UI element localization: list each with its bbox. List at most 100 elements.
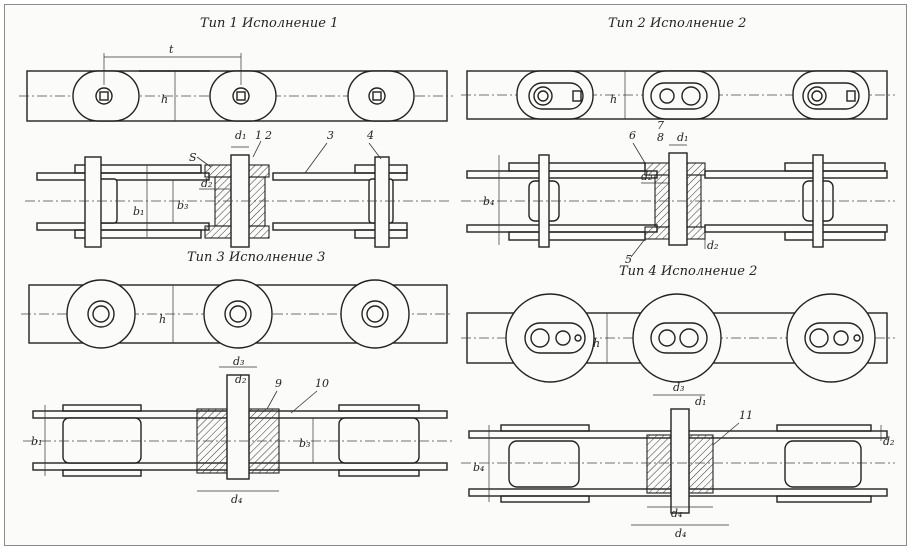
type4-slot [804,322,864,354]
type3-bushing [87,300,115,328]
type1-inner-plate [74,164,202,174]
type1-outer-plate [272,222,408,231]
type3-inner-plate [338,404,420,412]
type1-leader [252,140,262,158]
type3-pin [366,305,384,323]
type3-d4-label: d₄ [231,493,242,506]
type3-title: Тип 3 Исполнение 3 [187,250,325,265]
type2-height-label: h [610,93,617,106]
type4-pin [833,330,849,346]
type3-b1-label: b₁ [31,435,42,448]
type4-d1-label: d₁ [695,395,706,408]
type3-top-view: h [21,279,453,349]
type4-pin [555,330,571,346]
type1-callout-3: 3 [327,129,334,142]
type1-pitch-label: t [169,43,174,56]
type4-pin [809,328,829,348]
type2-d2b-label: d₂ [707,239,718,252]
type4-d2-label: d₂ [883,435,894,448]
type4-roller [784,440,862,488]
type3-roller-disc [66,279,136,349]
type4-top-view: h [461,293,895,383]
type1-outer-plate [272,172,408,181]
type2-leader [630,238,646,258]
type4-roller-disc [786,293,876,383]
type4-hatched-roller [646,434,672,494]
type1-pin [232,87,250,105]
type3-inner-plate [62,469,142,477]
type1-bushing [248,176,266,227]
type1-outer-plate [36,222,210,231]
type2-slot [528,82,584,110]
type2-section-view: b₄ d₁ 6 7 8 d₂ d₂ 5 [461,119,895,266]
type1-bushing [214,176,232,227]
type3-center-pin [226,374,250,480]
type1-leader [304,142,328,174]
type4-pin [658,329,676,347]
type2-key [846,90,856,102]
type1-pin-head [372,91,382,101]
type3-height-label: h [159,313,166,326]
type4-center-pin [670,408,690,514]
type3-bushing [361,300,389,328]
type1-b1-label: b₁ [133,205,144,218]
type1-outer-plate [36,172,210,181]
type2-pin-core [811,90,823,102]
type2-outer-plate [466,170,658,179]
chain-drawing: Тип 1 Исполнение 1 t h [19,16,895,540]
type3-callout-10: 10 [315,377,329,390]
type4-slot [650,322,708,354]
type2-slot [802,82,860,110]
type2-inner-plate [784,162,886,172]
type1-b3-label: b₃ [177,199,188,212]
type3-leader [266,390,278,410]
type2-d2-label: d₂ [641,170,652,183]
type1-leader [368,142,382,160]
type4-slot [524,322,586,354]
type3-pin [92,305,110,323]
type1-link-plate [72,70,140,122]
type4-view: Тип 4 Исполнение 2 h [461,264,895,540]
type4-roller [508,440,580,488]
type2-inner-plate [508,162,646,172]
type1-pin [368,87,386,105]
type4-section-view: b₄ d₃ d₁ d₂ d₄ d₄ 11 [461,381,895,540]
type3-pin [229,305,247,323]
type3-d3-label: d₃ [233,355,244,368]
type3-roller [62,417,142,464]
type4-inner-plate [776,424,872,432]
type4-callout-11: 11 [739,409,753,422]
type2-inner-plate [784,231,886,241]
type2-callout-8: 8 [657,131,664,144]
type2-slot [650,82,708,110]
type1-pin [95,87,113,105]
type4-d3-label: d₃ [673,381,684,394]
type2-view: Тип 2 Исполнение 2 h [461,16,895,266]
type1-height-label: h [161,93,168,106]
type3-b3-label: b₃ [299,437,310,450]
type4-height-label: h [593,337,600,350]
type2-pin [807,86,827,106]
type4-pin [574,334,582,342]
type4-roller-disc [632,293,722,383]
type4-leader [712,422,740,446]
type3-section-view: b₁ b₃ d₃ d₂ d₄ 9 10 [23,355,453,506]
type2-callout-5: 5 [625,253,632,266]
type1-link-plate [209,70,277,122]
type2-b4-label: b₄ [483,195,494,208]
type4-pin [679,328,699,348]
type1-d1-label: d₁ [235,129,246,142]
type4-pin [853,334,861,342]
type1-pin-left [84,156,102,248]
type2-d1-label: d₁ [677,131,688,144]
type1-callout-2: 2 [264,129,272,142]
type2-key [572,90,582,102]
type3-view: Тип 3 Исполнение 3 h [21,250,453,506]
type1-section-view: b₁ b₃ d₁ d₂ S 1 2 3 4 [25,129,451,248]
type4-d4-label: d₄ [671,507,682,520]
type3-leader [290,390,318,414]
type1-view: Тип 1 Исполнение 1 t h [19,16,453,248]
type2-callout-6: 6 [629,129,636,142]
type2-outer-plate [704,224,888,233]
type1-top-view: t h [19,43,453,122]
